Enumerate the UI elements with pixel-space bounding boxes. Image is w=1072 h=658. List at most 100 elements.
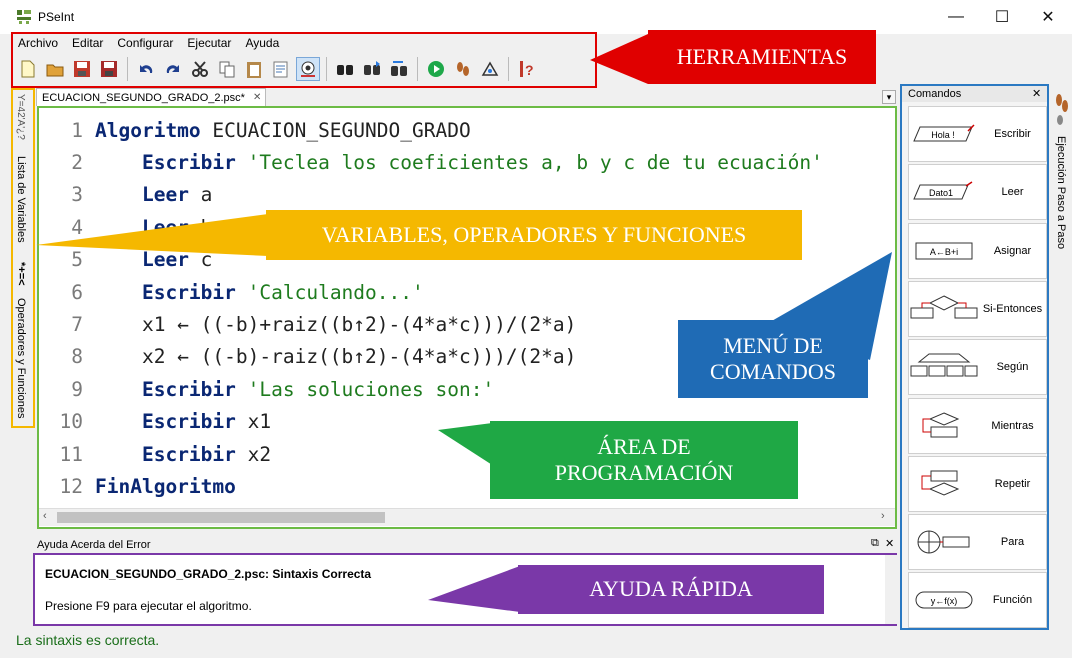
replace-icon[interactable] <box>387 57 411 81</box>
paste-icon[interactable] <box>242 57 266 81</box>
help-icon[interactable]: ? <box>515 57 539 81</box>
code-line[interactable]: 6 Escribir 'Calculando...' <box>39 276 424 308</box>
code-text: x1 <box>235 410 272 434</box>
redo-icon[interactable] <box>161 57 185 81</box>
code-keyword: Escribir <box>141 280 236 304</box>
save-as-icon[interactable] <box>97 57 121 81</box>
minimize-button[interactable]: — <box>948 8 964 25</box>
code-line[interactable]: 10 Escribir x1 <box>39 406 272 438</box>
code-string: 'Las soluciones son:' <box>247 377 495 401</box>
toolbar: ? <box>12 52 594 86</box>
code-line[interactable]: 2 Escribir 'Teclea los coeficientes a, b… <box>39 146 823 178</box>
command-escribir-button[interactable]: Hola !Escribir <box>908 106 1047 162</box>
help-panel-title: Ayuda Acerda del Error <box>37 538 151 551</box>
close-button[interactable]: ✕ <box>1041 9 1055 26</box>
find-next-icon[interactable] <box>360 57 384 81</box>
menu-ayuda[interactable]: Ayuda <box>245 36 280 50</box>
maximize-button[interactable]: ☐ <box>994 9 1010 26</box>
funcion-flowchart-icon: y←f(x) <box>909 585 979 615</box>
step-by-step-side-tab[interactable]: Ejecución Paso a Paso <box>1051 90 1071 270</box>
cut-icon[interactable] <box>188 57 212 81</box>
undo-icon[interactable] <box>134 57 158 81</box>
open-folder-icon[interactable] <box>43 57 67 81</box>
code-keyword: Escribir <box>141 377 236 401</box>
code-indent <box>95 183 142 206</box>
escribir-flowchart-icon: Hola ! <box>909 119 979 149</box>
tools-highlight-frame <box>11 32 597 88</box>
scroll-left-icon[interactable]: ‹ <box>43 510 47 522</box>
code-indent <box>95 443 142 466</box>
line-number: 1 <box>71 118 83 142</box>
chevron-down-icon[interactable]: ▾ <box>882 90 896 104</box>
tools-callout-arrow <box>590 34 648 84</box>
editor-file-tab[interactable]: ECUACION_SEGUNDO_GRADO_2.psc* ✕ <box>36 88 266 106</box>
segun-flowchart-icon <box>909 352 979 382</box>
close-panel-icon[interactable]: ✕ <box>1032 88 1042 100</box>
code-keyword: FinAlgoritmo <box>95 474 236 498</box>
commands-panel-title: Comandos <box>908 88 962 100</box>
menu-bar: Archivo Editar Configurar Ejecutar Ayuda <box>12 34 594 52</box>
code-line[interactable]: 3 Leer a <box>39 179 212 211</box>
variables-tab-icon: Y=42'A'¿? <box>15 94 26 140</box>
command-repetir-button[interactable]: Repetir <box>908 455 1047 512</box>
menu-editar[interactable]: Editar <box>72 36 104 50</box>
code-text: x2 ← ((-b)-raiz((b↑2)-(4*a*c)))/(2*a) <box>141 345 577 369</box>
code-line[interactable]: 11 Escribir x2 <box>39 438 272 470</box>
line-number: 10 <box>59 410 83 434</box>
toolbar-separator <box>508 57 509 81</box>
status-bar-text: La sintaxis es correcta. <box>16 632 160 648</box>
command-para-button[interactable]: Para <box>908 514 1047 571</box>
command-funcion-button[interactable]: y←f(x)Función <box>908 572 1047 629</box>
editor-file-tab-label: ECUACION_SEGUNDO_GRADO_2.psc* <box>42 91 245 104</box>
scroll-right-icon[interactable]: › <box>881 510 885 522</box>
command-mientras-button[interactable]: Mientras <box>908 397 1047 454</box>
horizontal-scrollbar[interactable]: ‹ › <box>39 508 895 526</box>
run-icon[interactable] <box>424 57 448 81</box>
title-bar: PSeInt — ☐ ✕ <box>0 0 1072 34</box>
commands-callout-line1: MENÚ DE <box>723 332 823 358</box>
step-by-step-icon[interactable] <box>451 57 475 81</box>
close-panel-icon[interactable]: ✕ <box>885 538 895 550</box>
svg-text:Hola !: Hola ! <box>931 130 955 140</box>
code-text: c <box>188 248 213 272</box>
menu-configurar[interactable]: Configurar <box>117 36 174 50</box>
menu-ejecutar[interactable]: Ejecutar <box>187 36 232 50</box>
code-keyword: Algoritmo <box>95 118 201 142</box>
step-view-icon[interactable] <box>296 57 320 81</box>
tab-lista-de-variables[interactable]: Lista de Variables <box>15 156 27 243</box>
run-from-icon[interactable] <box>478 57 502 81</box>
code-keyword: Escribir <box>141 150 236 174</box>
scrollbar-thumb[interactable] <box>57 512 385 523</box>
copy-icon[interactable] <box>215 57 239 81</box>
para-flowchart-icon <box>909 527 979 557</box>
code-line[interactable]: 7 x1 ← ((-b)+raiz((b↑2)-(4*a*c)))/(2*a) <box>39 308 576 340</box>
edit-icon[interactable] <box>269 57 293 81</box>
command-segun-button[interactable]: Según <box>908 339 1047 396</box>
operators-tab-icon: *+=< <box>15 262 27 286</box>
variables-callout: VARIABLES, OPERADORES Y FUNCIONES <box>266 210 802 260</box>
code-line[interactable]: 9 Escribir 'Las soluciones son:' <box>39 373 494 405</box>
new-file-icon[interactable] <box>16 57 40 81</box>
command-label: Asignar <box>993 244 1032 257</box>
vertical-scrollbar[interactable] <box>885 555 897 624</box>
code-indent <box>95 248 142 271</box>
code-indent <box>95 151 142 174</box>
close-tab-icon[interactable]: ✕ <box>252 92 262 103</box>
command-label: Según <box>996 361 1029 374</box>
code-line[interactable]: 5 Leer c <box>39 244 212 276</box>
line-number: 6 <box>71 280 83 304</box>
save-icon[interactable] <box>70 57 94 81</box>
tab-operadores-y-funciones[interactable]: Operadores y Funciones <box>15 298 27 419</box>
command-si-entonces-button[interactable]: Si-Entonces <box>908 280 1047 337</box>
restore-panel-icon[interactable]: ⧉ <box>871 537 879 549</box>
code-line[interactable]: 4 Leer b <box>39 211 212 243</box>
svg-text:?: ? <box>525 62 534 78</box>
find-icon[interactable] <box>333 57 357 81</box>
code-line[interactable]: 8 x2 ← ((-b)-raiz((b↑2)-(4*a*c)))/(2*a) <box>39 341 576 373</box>
menu-archivo[interactable]: Archivo <box>18 36 59 50</box>
code-indent <box>95 216 142 239</box>
